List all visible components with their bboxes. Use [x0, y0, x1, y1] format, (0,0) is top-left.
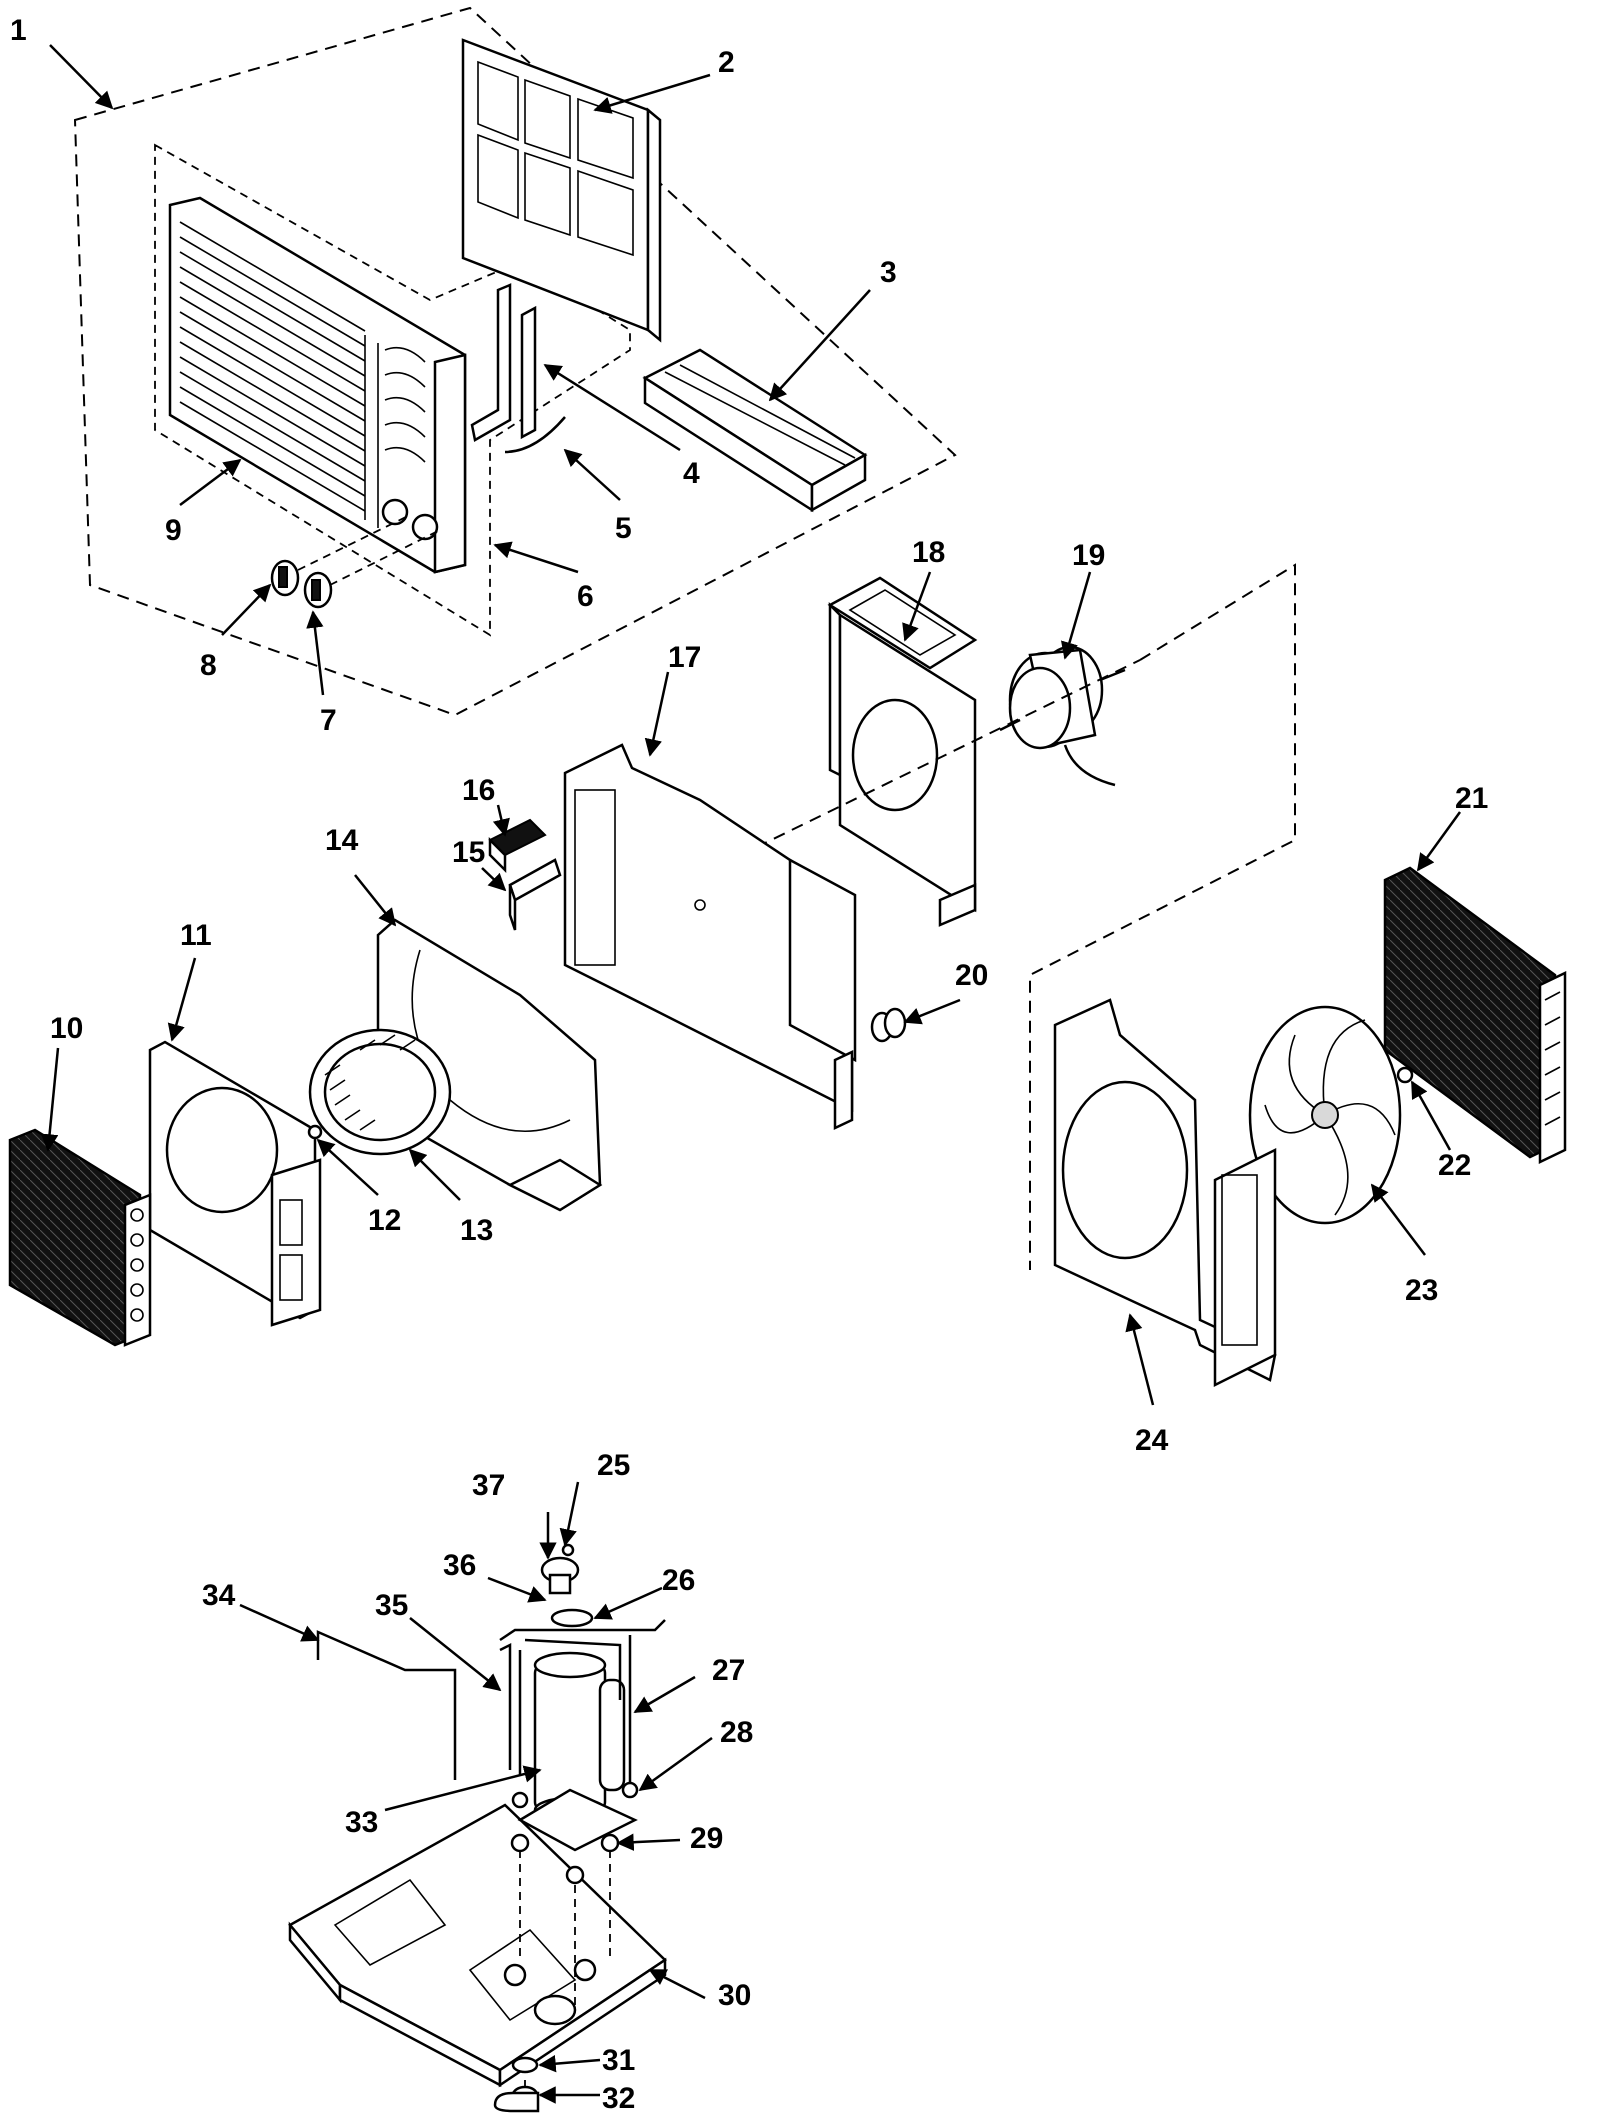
condenser-coil: [1383, 866, 1567, 1164]
callout-25: 25: [597, 1449, 630, 1482]
compressor: [517, 1651, 638, 1852]
motor-bracket: [827, 576, 978, 927]
bushing: [870, 1007, 907, 1043]
washer: [511, 2056, 539, 2074]
cable: [504, 416, 566, 454]
callout-10: 10: [50, 1012, 83, 1045]
callout-23: 23: [1405, 1274, 1438, 1307]
callout-7: 7: [320, 704, 337, 737]
callout-36: 36: [443, 1549, 476, 1582]
front-assembly-boundary: [73, 6, 957, 717]
callout-2: 2: [718, 46, 735, 79]
callout-34: 34: [202, 1579, 236, 1612]
terminal-clip: [488, 818, 547, 874]
callout-8: 8: [200, 649, 217, 682]
fan-motor: [999, 645, 1126, 787]
orifice-plate: [148, 1040, 322, 1327]
callout-16: 16: [462, 774, 495, 807]
callout-20: 20: [955, 959, 988, 992]
callout-37: 37: [472, 1469, 505, 1502]
screw: [307, 1124, 323, 1140]
side-brackets: [470, 283, 537, 442]
callout-26: 26: [662, 1564, 695, 1597]
callout-1: 1: [10, 14, 27, 47]
callout-30: 30: [718, 1979, 751, 2012]
callout-29: 29: [690, 1822, 723, 1855]
outdoor-fan: [1248, 1005, 1402, 1225]
refrigerant-pipes: [499, 1619, 666, 1790]
fan-nut: [1396, 1066, 1414, 1084]
callout-19: 19: [1072, 539, 1105, 572]
callout-27: 27: [712, 1654, 745, 1687]
callout-17: 17: [668, 641, 701, 674]
callout-12: 12: [368, 1204, 401, 1237]
outdoor-assembly-boundary: [1029, 563, 1296, 1270]
callout-33: 33: [345, 1806, 378, 1839]
callout-21: 21: [1455, 782, 1488, 815]
control-knobs: [270, 514, 441, 609]
grille-sub-boundary: [154, 143, 631, 637]
callout-18: 18: [912, 536, 945, 569]
divider-partition: [563, 743, 857, 1130]
callout-32: 32: [602, 2082, 635, 2115]
evaporator-coil: [8, 1128, 152, 1347]
callout-4: 4: [683, 457, 700, 490]
grommets: [510, 1781, 639, 1885]
callout-14: 14: [325, 824, 359, 857]
condenser-shroud: [1053, 998, 1277, 1388]
callout-13: 13: [460, 1214, 493, 1247]
callout-9: 9: [165, 514, 182, 547]
callout-labels: 1 2 3 4 5 6 7 8 9 10 11 12 13 14 15 16 1…: [10, 14, 1488, 2115]
front-grille: [168, 196, 467, 574]
drain-connector: [493, 2085, 540, 2113]
callout-28: 28: [720, 1716, 753, 1749]
callout-3: 3: [880, 256, 897, 289]
drain-tray: [642, 348, 868, 513]
callout-24: 24: [1135, 1424, 1169, 1457]
callout-15: 15: [452, 836, 485, 869]
callout-5: 5: [615, 512, 632, 545]
callout-22: 22: [1438, 1149, 1471, 1182]
valve-fittings: [540, 1543, 594, 1628]
leader-lines: [40, 44, 1462, 2104]
blower-wheel: [308, 1028, 452, 1156]
callout-31: 31: [602, 2044, 635, 2077]
callout-11: 11: [180, 919, 212, 952]
retaining-clip: [508, 858, 562, 931]
support-bracket: [316, 1630, 457, 1780]
callout-6: 6: [577, 580, 594, 613]
callout-35: 35: [375, 1589, 408, 1622]
air-filter: [461, 38, 662, 343]
